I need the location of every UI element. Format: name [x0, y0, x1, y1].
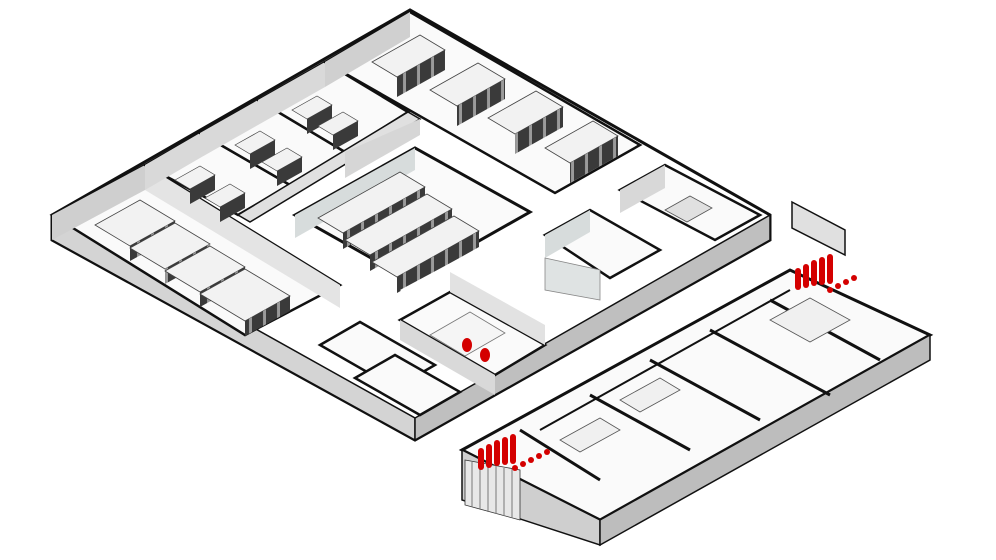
south-exterior-wall [414, 213, 771, 442]
south-east-wing [458, 268, 934, 547]
rack-rows [317, 171, 480, 293]
server-hall-central [291, 146, 534, 293]
gas-suppression-room-east [795, 254, 857, 293]
control-room [397, 272, 548, 395]
east-exterior-wall [599, 333, 931, 547]
control-desk [429, 311, 506, 357]
inner-corridor-walls [236, 111, 422, 223]
chair-icon [462, 338, 472, 352]
rack-rows [371, 34, 619, 183]
rack-rows [94, 199, 291, 336]
louver-panel [464, 459, 521, 521]
server-hall-north [322, 10, 643, 195]
small-server-rooms [142, 60, 411, 222]
stair-room [617, 163, 763, 242]
glass-meeting-room [542, 208, 663, 301]
south-west-rooms [317, 320, 463, 417]
stair-icon [664, 195, 713, 223]
detached-wall-panel [791, 200, 846, 257]
chair-icon [480, 348, 490, 362]
gas-suppression-room-south [478, 434, 550, 471]
